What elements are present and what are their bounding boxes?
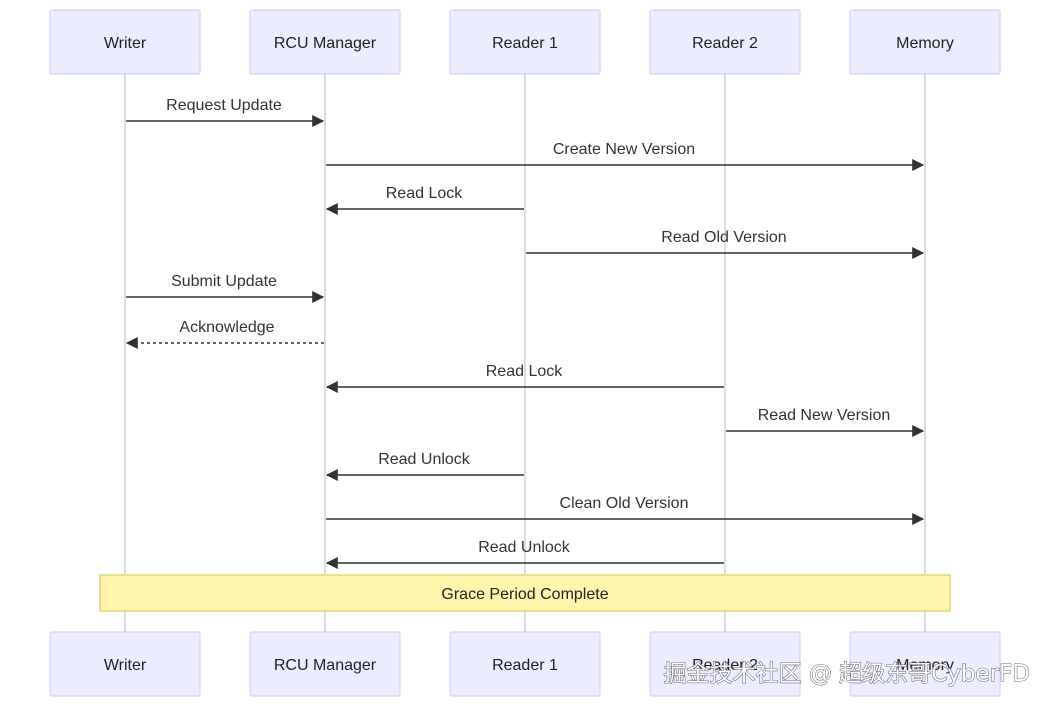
participant-label: Writer <box>104 657 147 674</box>
participant-label: RCU Manager <box>274 657 377 674</box>
message-1: Request Update <box>126 97 325 127</box>
message-9: Read Unlock <box>325 451 524 481</box>
participant-writer-top: Writer <box>49 9 201 75</box>
message-label: Read Lock <box>486 363 563 380</box>
participant-reader1-bottom: Reader 1 <box>449 631 601 697</box>
message-label: Read Old Version <box>661 229 786 246</box>
message-label: Read New Version <box>758 407 891 424</box>
participant-box <box>449 9 601 75</box>
message-5: Submit Update <box>126 273 325 303</box>
message-7: Read Lock <box>325 363 724 393</box>
participant-box <box>649 9 801 75</box>
participant-reader2-bottom: Reader 2 <box>649 631 801 697</box>
participants-bottom: Writer RCU Manager Reader 1 Reader 2 Memory <box>49 631 1001 697</box>
participant-box <box>249 631 401 697</box>
message-label: Read Lock <box>386 185 463 202</box>
message-label: Read Unlock <box>478 539 571 556</box>
message-3: Read Lock <box>325 185 524 215</box>
message-label: Submit Update <box>171 273 277 290</box>
message-label: Read Unlock <box>378 451 471 468</box>
message-2: Create New Version <box>326 141 925 171</box>
participant-label: Memory <box>896 657 954 674</box>
participant-label: Reader 1 <box>492 35 558 52</box>
participants-top: Writer RCU Manager Reader 1 Reader 2 Memory <box>49 9 1001 75</box>
participant-label: Reader 2 <box>692 657 758 674</box>
participant-box <box>849 9 1001 75</box>
note: Grace Period Complete <box>99 574 951 612</box>
participant-box <box>849 631 1001 697</box>
participant-rcu-top: RCU Manager <box>249 9 401 75</box>
participant-box <box>49 9 201 75</box>
message-11: Read Unlock <box>325 539 724 569</box>
message-label: Acknowledge <box>179 319 274 336</box>
message-label: Clean Old Version <box>560 495 689 512</box>
participant-reader2-top: Reader 2 <box>649 9 801 75</box>
participant-label: RCU Manager <box>274 35 377 52</box>
participant-rcu-bottom: RCU Manager <box>249 631 401 697</box>
participant-memory-bottom: Memory <box>849 631 1001 697</box>
participant-label: Memory <box>896 35 954 52</box>
message-label: Create New Version <box>553 141 695 158</box>
participant-box <box>649 631 801 697</box>
participant-memory-top: Memory <box>849 9 1001 75</box>
participant-box <box>249 9 401 75</box>
note-box <box>99 574 951 612</box>
participant-box <box>49 631 201 697</box>
watermark-text: 掘金技术社区 @ 超级东哥CyberFD <box>664 661 1030 687</box>
message-4: Read Old Version <box>526 229 925 259</box>
participant-reader1-top: Reader 1 <box>449 9 601 75</box>
participant-writer-bottom: Writer <box>49 631 201 697</box>
participant-label: Reader 2 <box>692 35 758 52</box>
message-6: Acknowledge <box>125 319 324 349</box>
message-8: Read New Version <box>726 407 925 437</box>
participant-label: Writer <box>104 35 147 52</box>
message-label: Request Update <box>166 97 282 114</box>
participant-box <box>449 631 601 697</box>
participant-label: Reader 1 <box>492 657 558 674</box>
lifelines <box>124 74 926 632</box>
message-10: Clean Old Version <box>326 495 925 525</box>
note-label: Grace Period Complete <box>441 586 608 603</box>
